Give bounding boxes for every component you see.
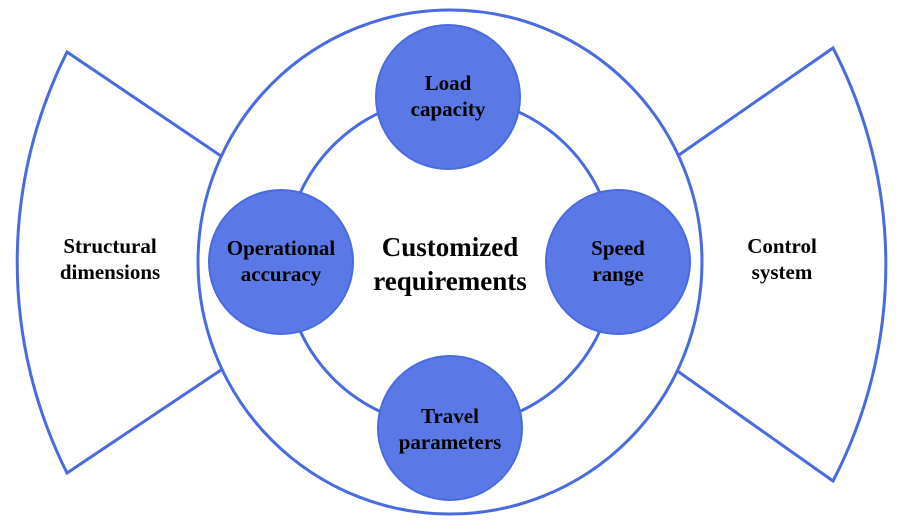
- node-left-label-line2: accuracy: [240, 262, 322, 286]
- node-left-circle: [208, 189, 354, 335]
- node-right-circle: [545, 189, 691, 335]
- node-right-label: Speed range: [558, 227, 678, 297]
- node-top-label: Load capacity: [388, 62, 508, 132]
- left-wing-label-line2: dimensions: [59, 260, 161, 284]
- center-label-line2: requirements: [373, 266, 527, 296]
- right-wing-label-line1: Control: [747, 234, 817, 259]
- center-label-line1: Customized: [381, 232, 519, 263]
- left-wing-shape: [15, 49, 225, 476]
- outer-ring: [196, 8, 704, 516]
- node-right-label-line2: range: [592, 262, 644, 286]
- node-top-label-line1: Load: [424, 71, 472, 96]
- center-label: Customized requirements: [360, 225, 540, 305]
- left-wing-label: Structural dimensions: [40, 225, 180, 295]
- left-wing-label-line1: Structural: [63, 234, 157, 259]
- right-wing-label: Control system: [712, 225, 852, 295]
- node-top-label-line2: capacity: [410, 97, 486, 121]
- right-wing-shape: [675, 45, 888, 484]
- node-bottom-label-line2: parameters: [398, 430, 502, 454]
- node-left-label-line1: Operational: [226, 236, 336, 261]
- right-wing-label-line2: system: [751, 260, 813, 284]
- node-bottom-label: Travel parameters: [380, 395, 520, 465]
- node-bottom-circle: [377, 355, 523, 501]
- node-top-circle: [375, 24, 521, 170]
- node-left-label: Operational accuracy: [211, 227, 351, 297]
- node-bottom-label-line1: Travel: [421, 404, 479, 429]
- node-right-label-line1: Speed: [591, 236, 645, 261]
